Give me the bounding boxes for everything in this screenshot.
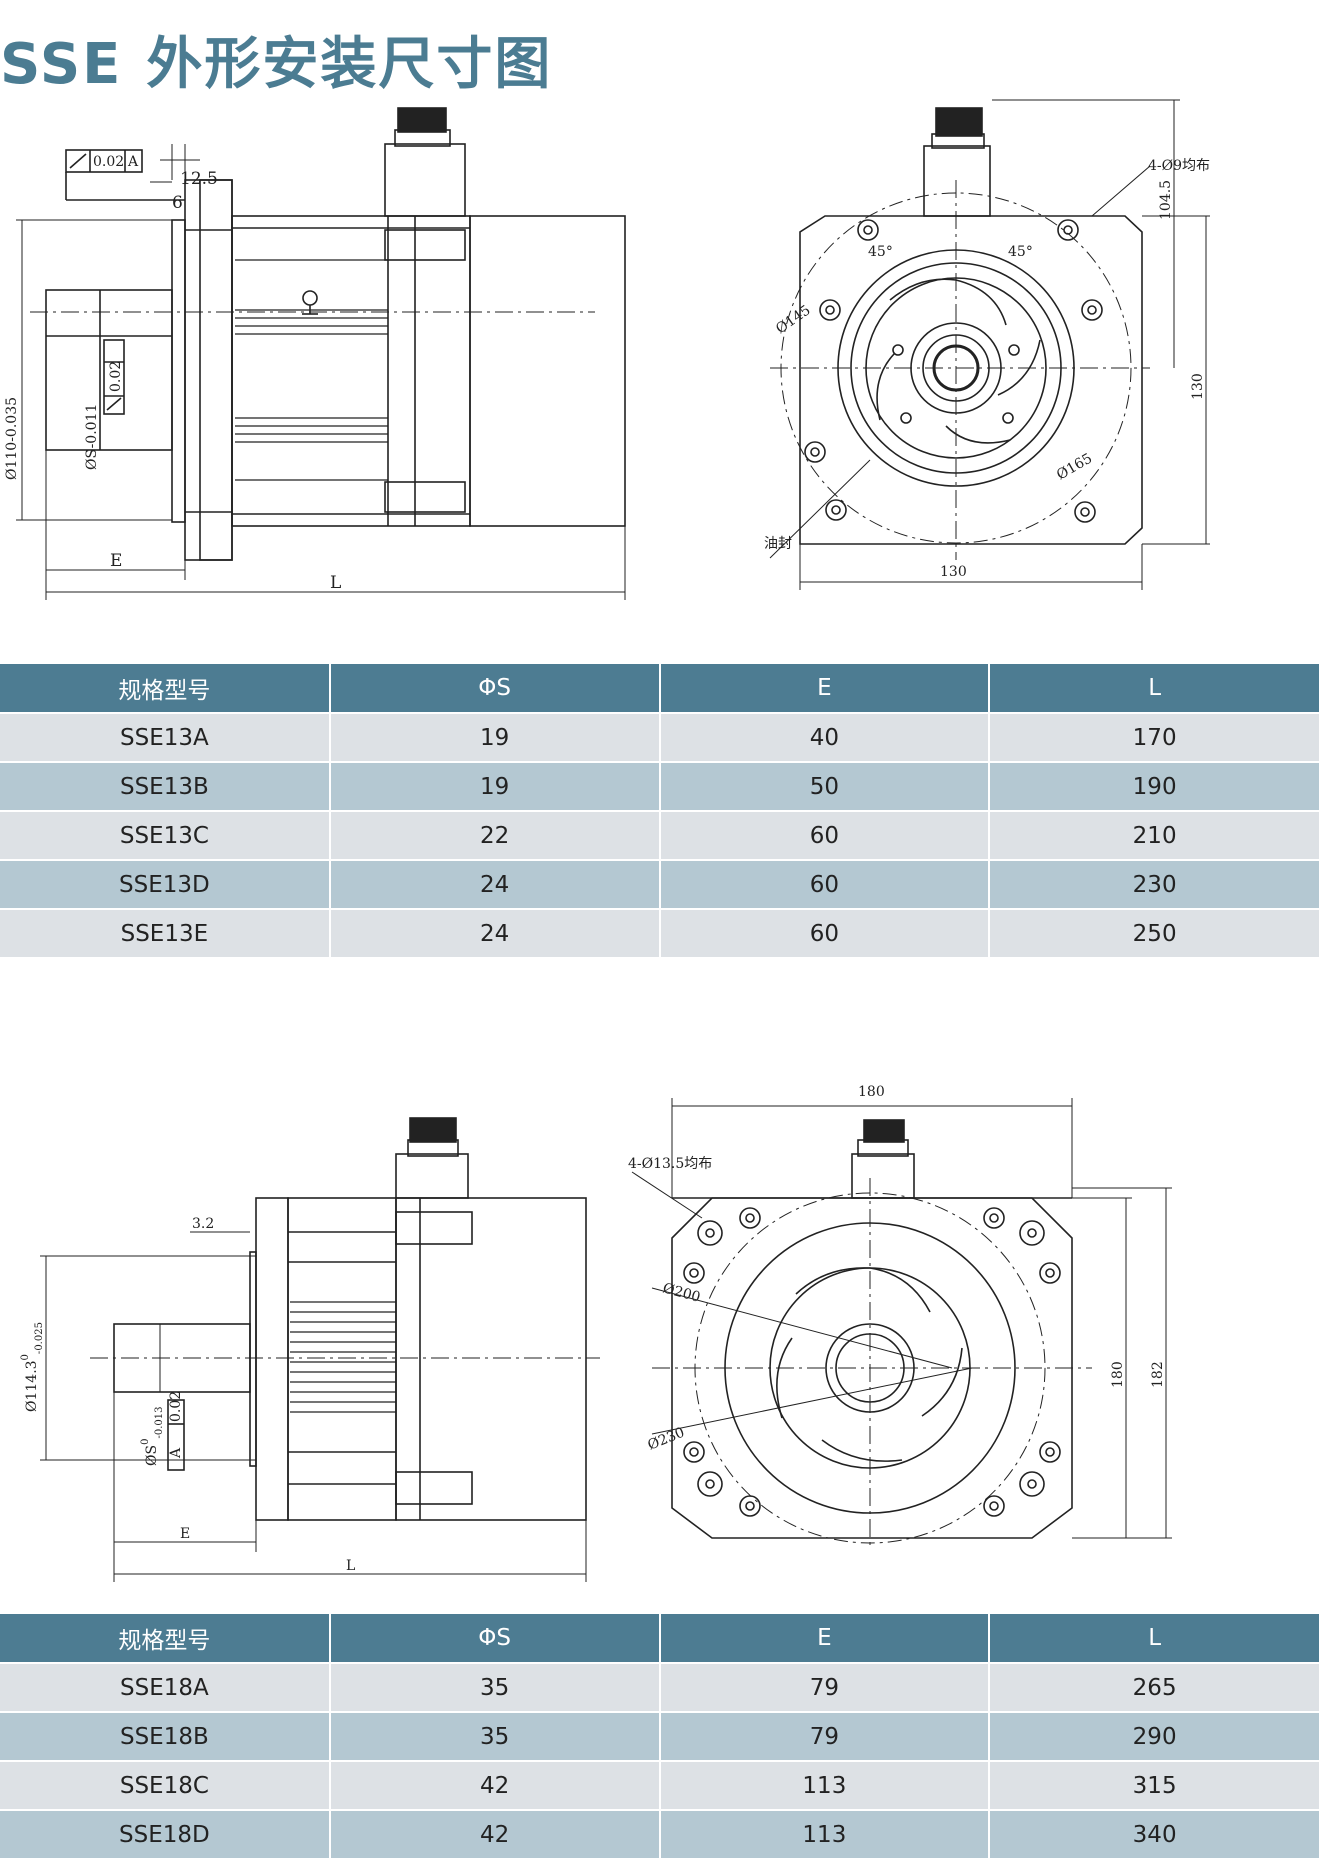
angle-2: 45° (1008, 244, 1033, 260)
table-cell: SSE13D (0, 859, 331, 909)
table-cell: 190 (989, 761, 1319, 811)
table-cell: 170 (989, 712, 1319, 762)
height-180: 180 (1110, 1361, 1126, 1388)
table-cell: 113 (659, 1809, 991, 1858)
table-cell: 19 (329, 712, 661, 762)
dim-e: E (110, 551, 122, 571)
table-cell: 35 (329, 1711, 661, 1761)
page-title: SSE 外形安装尺寸图 (0, 26, 552, 104)
column-header: ΦS (329, 1614, 661, 1663)
column-header: L (989, 664, 1319, 713)
table-cell: 210 (989, 810, 1319, 860)
outer-label-2: Ø230 (646, 1425, 687, 1454)
dia-label: Ø110-0.035 (4, 397, 20, 480)
sse13-side-view: 12.5 6 0.02 A Ø110-0.035 ØS-0.011 0.02 E… (0, 100, 640, 600)
dim-6: 6 (172, 193, 183, 213)
table-cell: SSE13E (0, 908, 331, 957)
datum-a-2: A (168, 1447, 184, 1459)
table-cell: 60 (659, 859, 991, 909)
column-header: ΦS (329, 664, 661, 713)
table-cell: SSE18C (0, 1760, 331, 1810)
width-130: 130 (940, 564, 967, 580)
column-header: E (659, 664, 991, 713)
dim-e-2: E (180, 1526, 190, 1542)
table-cell: 60 (659, 810, 991, 860)
outer-label: Ø165 (1054, 451, 1095, 484)
sse13-front-view: 4-Ø9均布 45° 45° Ø145 Ø165 104.5 130 130 油… (764, 99, 1240, 590)
holes-label-2: 4-Ø13.5均布 (628, 1156, 712, 1172)
datum-a: A (127, 154, 139, 170)
height-104-5: 104.5 (1158, 180, 1174, 220)
dia-label-2: Ø114.30-0.025 (20, 1322, 45, 1412)
shaft-label-2: ØS0-0.013 (140, 1407, 165, 1466)
sse18-front-view: 180 4-Ø13.5均布 Ø200 Ø230 180 182 (628, 1068, 1192, 1548)
table-cell: 24 (329, 859, 661, 909)
table-cell: 19 (329, 761, 661, 811)
column-header: 规格型号 (0, 664, 331, 713)
column-header: E (659, 1614, 991, 1663)
sse18-side-view: 3.2 Ø114.30-0.025 ØS0-0.013 0.02 A E L (0, 1112, 620, 1582)
width-180: 180 (858, 1084, 885, 1100)
table-cell: 230 (989, 859, 1319, 909)
table-cell: 265 (989, 1662, 1319, 1712)
seal-label: 油封 (764, 536, 792, 552)
table-cell: 24 (329, 908, 661, 957)
table-cell: 40 (659, 712, 991, 762)
shaft-tol: 0.02 (108, 361, 124, 392)
shaft-label: ØS-0.011 (84, 404, 100, 470)
table-cell: SSE18B (0, 1711, 331, 1761)
table-cell: 35 (329, 1662, 661, 1712)
table-cell: 22 (329, 810, 661, 860)
angle-1: 45° (868, 244, 893, 260)
tol-value: 0.02 (93, 154, 124, 170)
table-cell: SSE18A (0, 1662, 331, 1712)
dim-l: L (330, 573, 341, 593)
dim-12-5: 12.5 (180, 169, 218, 189)
table-cell: 113 (659, 1760, 991, 1810)
table-cell: 290 (989, 1711, 1319, 1761)
table-cell: 250 (989, 908, 1319, 957)
holes-label: 4-Ø9均布 (1148, 158, 1210, 174)
table-cell: SSE18D (0, 1809, 331, 1858)
table-cell: 60 (659, 908, 991, 957)
column-header: L (989, 1614, 1319, 1663)
pcd-label: Ø145 (773, 302, 813, 337)
table-cell: SSE13A (0, 712, 331, 762)
table-cell: 315 (989, 1760, 1319, 1810)
table-cell: 79 (659, 1662, 991, 1712)
table-cell: SSE13C (0, 810, 331, 860)
height-182: 182 (1150, 1361, 1166, 1388)
table-cell: SSE13B (0, 761, 331, 811)
series-name: SSE (0, 32, 123, 97)
column-header: 规格型号 (0, 1614, 331, 1663)
table-cell: 42 (329, 1809, 661, 1858)
table-cell: 50 (659, 761, 991, 811)
pcd-label-2: Ø200 (661, 1280, 702, 1305)
dim-3-2: 3.2 (192, 1216, 214, 1232)
table-cell: 42 (329, 1760, 661, 1810)
table-cell: 340 (989, 1809, 1319, 1858)
dim-l-2: L (346, 1558, 355, 1574)
title-text: 外形安装尺寸图 (146, 32, 553, 97)
height-130: 130 (1190, 373, 1206, 400)
table-cell: 79 (659, 1711, 991, 1761)
shaft-tol-2: 0.02 (168, 1391, 184, 1422)
